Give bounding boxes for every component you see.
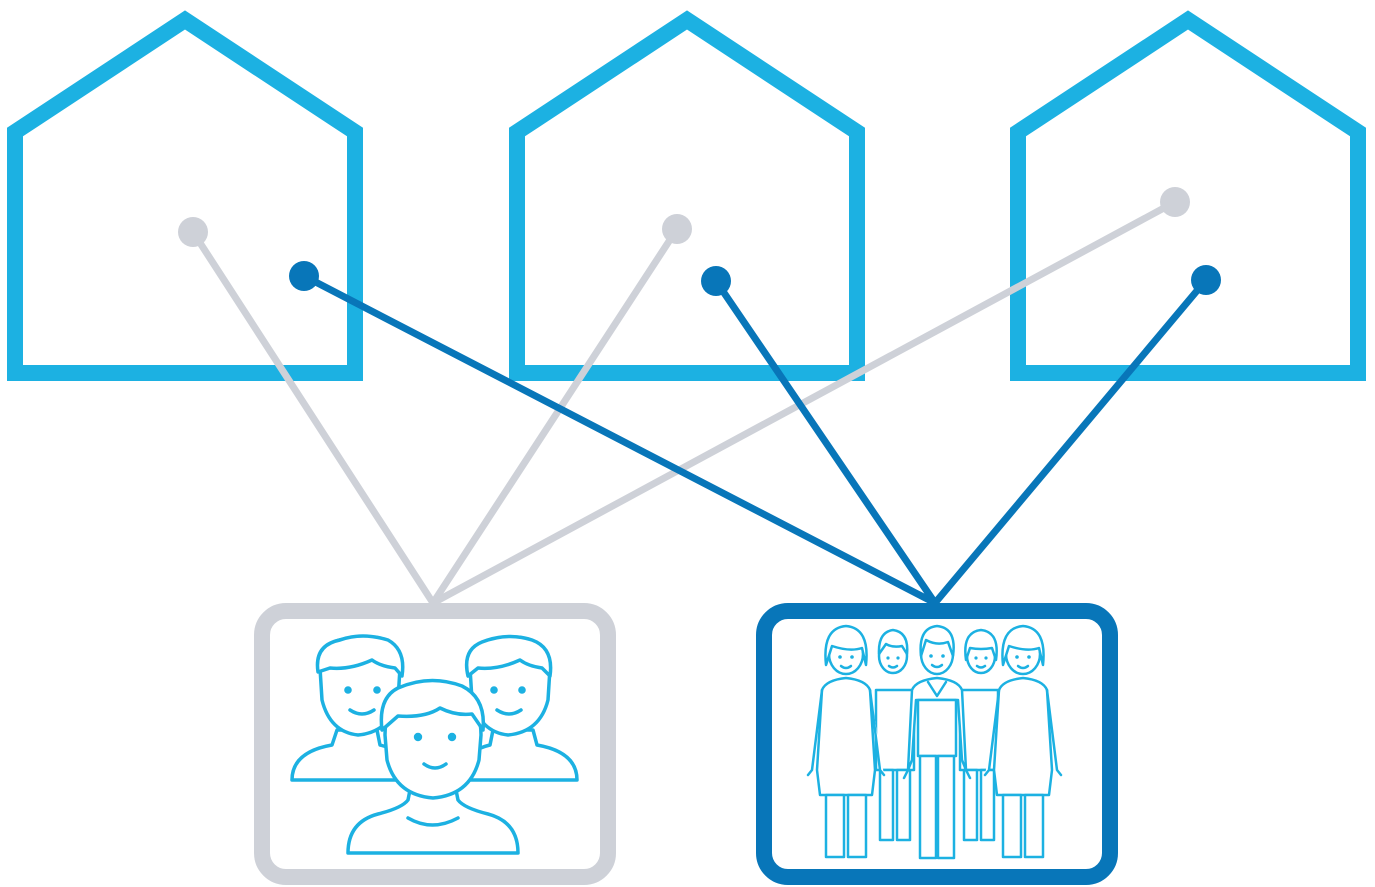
group-box-gray: [254, 603, 616, 885]
dot-house3-gray: [1160, 187, 1190, 217]
dot-house2-gray: [662, 214, 692, 244]
link-house2-blue: [712, 277, 939, 607]
house-2: [509, 10, 865, 381]
three-people-faces-icon: [290, 634, 579, 855]
house-3: [1010, 10, 1366, 381]
dot-house2-blue: [701, 266, 731, 296]
link-house2-gray: [429, 225, 681, 607]
link-house3-gray: [429, 198, 1179, 607]
family-group-icon: [806, 624, 1063, 860]
link-house1-gray: [189, 228, 437, 607]
dot-house1-blue: [289, 261, 319, 291]
dot-house3-blue: [1191, 265, 1221, 295]
house-1: [7, 10, 363, 381]
houses-row: [7, 10, 1366, 381]
link-house1-blue: [300, 272, 939, 607]
link-house3-blue: [931, 276, 1210, 607]
group-box-blue: [756, 603, 1118, 885]
connection-dots: [178, 187, 1221, 296]
connection-lines: [189, 198, 1210, 607]
dot-house1-gray: [178, 217, 208, 247]
